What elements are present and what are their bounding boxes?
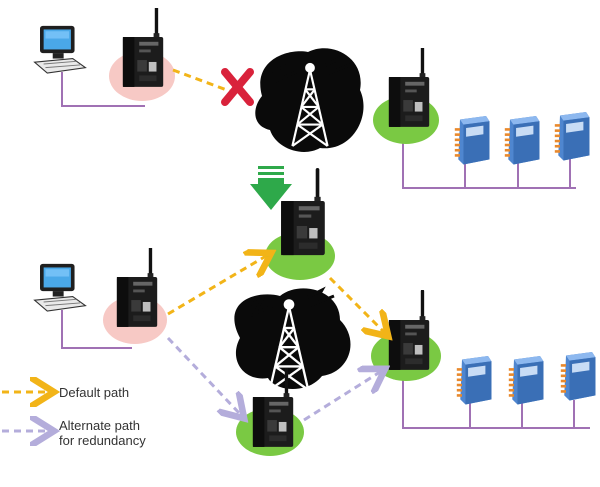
alternate-path-arrow [166,336,240,414]
default-path-arrow [328,276,384,332]
pc-wire [61,72,145,107]
alternate-path-arrow [303,372,380,422]
failed-link [172,68,233,94]
computer-icon [33,25,87,74]
gateway-icon [115,248,159,329]
legend-alternate-label-line1: Alternate path [59,418,140,433]
computer-icon [33,263,87,312]
io-module-icon [560,352,596,401]
gateway-icon [387,290,431,372]
io-module-icon [554,112,590,161]
top-network-failure-scenario [33,8,590,189]
signal-bolt-icon [269,54,353,84]
down-arrow-icon [250,166,292,210]
legend [2,392,48,431]
io-module-icon [508,356,544,405]
bottom-redundant-scenario [33,166,596,456]
io-module-icon [456,356,492,405]
default-path-arrow [167,256,266,316]
io-module-icon [504,116,540,165]
failure-x-icon [221,68,254,106]
gateway-icon [121,8,165,89]
legend-alternate-label-line2: for redundancy [59,433,146,448]
gateway-icon [281,170,325,255]
signal-bolt-icon [245,286,335,318]
io-module-icon [454,116,490,165]
gateway-icon [387,48,431,129]
legend-default-label: Default path [59,385,130,400]
pc-wire [61,310,132,349]
io-bus-wire [402,380,590,429]
